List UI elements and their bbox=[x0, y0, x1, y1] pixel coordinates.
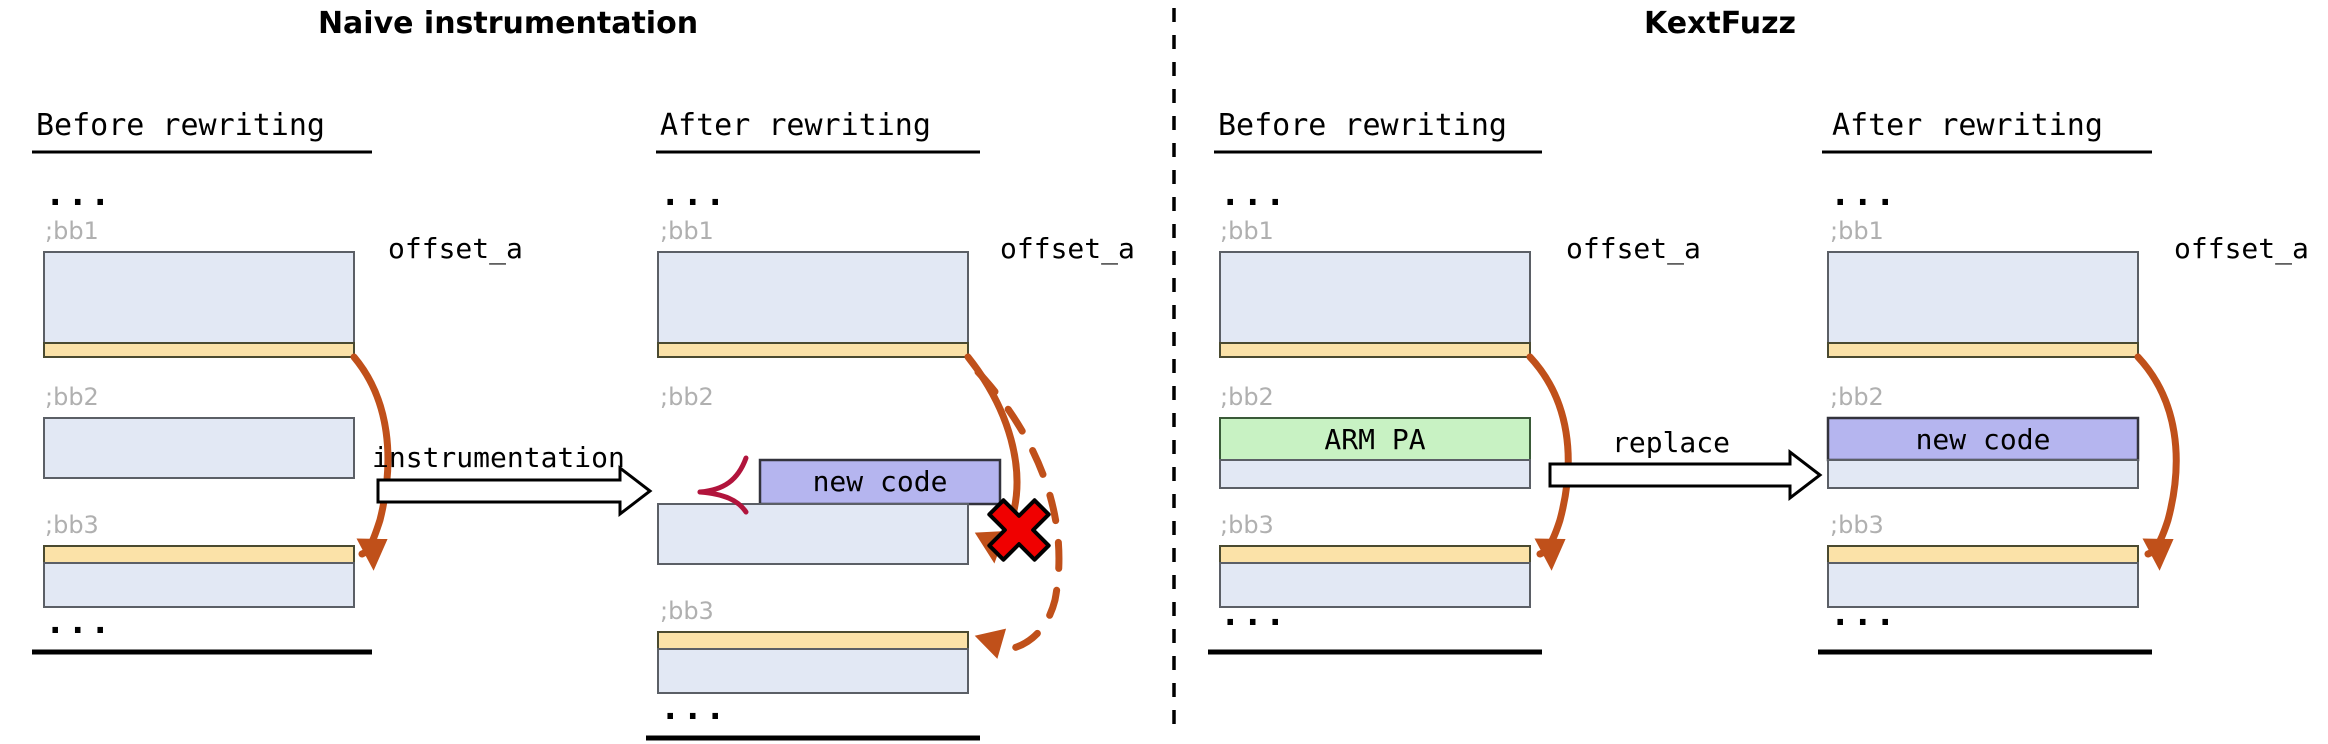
jump-arrow-naive-after-intended bbox=[974, 368, 1063, 659]
bb-label-bb1: ;bb1 bbox=[1830, 217, 1884, 245]
code-block-bb1 bbox=[43, 251, 355, 344]
section-title-naive: Naive instrumentation bbox=[318, 6, 698, 41]
code-block-bb3 bbox=[1219, 562, 1531, 608]
jump-path bbox=[1526, 353, 1572, 558]
branch-instr-bb3 bbox=[1827, 545, 2139, 564]
panel-title-kextfuzz-before: Before rewriting bbox=[1218, 108, 1507, 143]
panel-naive-after: After rewriting ... ;bb1 ;bb2 new code ;… bbox=[646, 108, 1002, 741]
transform-arrow-shape bbox=[1548, 448, 1823, 502]
offset-label-naive-before: offset_a bbox=[388, 232, 523, 266]
arm-pa-label: ARM PA bbox=[1324, 423, 1425, 456]
bb-label-bb3: ;bb3 bbox=[45, 511, 99, 539]
jump-arrow-kextfuzz-before: offset_a bbox=[1526, 232, 1701, 571]
transform-arrow-instrumentation[interactable]: instrumentation bbox=[372, 441, 653, 518]
code-block-bb1 bbox=[1827, 251, 2139, 344]
bb-label-bb2: ;bb2 bbox=[45, 383, 99, 411]
code-block-bb2 bbox=[1219, 459, 1531, 489]
panel-naive-before: Before rewriting ... ;bb1 ;bb2 ;bb3 ... bbox=[32, 108, 372, 655]
offset-label-kextfuzz-before: offset_a bbox=[1566, 232, 1701, 266]
error-x-icon bbox=[987, 498, 1051, 562]
offset-label-kextfuzz-after: offset_a bbox=[2174, 232, 2309, 266]
bottom-ellipsis: ... bbox=[660, 688, 727, 728]
bb-label-bb3: ;bb3 bbox=[1220, 511, 1274, 539]
bottom-ellipsis: ... bbox=[1220, 594, 1287, 634]
code-block-bb3 bbox=[43, 562, 355, 608]
transform-label-replace: replace bbox=[1612, 426, 1730, 459]
bb-label-bb3: ;bb3 bbox=[660, 597, 714, 625]
top-ellipsis: ... bbox=[1220, 174, 1287, 214]
branch-instr-bb1 bbox=[1827, 342, 2139, 358]
branch-instr-bb3 bbox=[657, 631, 969, 650]
top-ellipsis: ... bbox=[45, 174, 112, 214]
code-block-bb3 bbox=[657, 648, 969, 694]
top-ellipsis: ... bbox=[1830, 174, 1897, 214]
bottom-ellipsis: ... bbox=[1830, 594, 1897, 634]
section-title-kextfuzz: KextFuzz bbox=[1644, 6, 1796, 41]
new-code-block bbox=[758, 458, 1002, 506]
branch-instr-bb3 bbox=[1219, 545, 1531, 564]
transform-arrow-shape bbox=[376, 464, 653, 518]
jump-path bbox=[2134, 353, 2180, 558]
new-code-label: new code bbox=[813, 465, 948, 498]
jump-arrowhead bbox=[1534, 538, 1566, 571]
branch-instr-bb1 bbox=[43, 342, 355, 358]
jump-arrowhead bbox=[356, 538, 388, 571]
code-block-bb3 bbox=[1827, 562, 2139, 608]
code-block-bb2 bbox=[43, 417, 355, 479]
jump-arrowhead-dashed bbox=[974, 628, 1007, 659]
jump-arrow-kextfuzz-after: offset_a bbox=[2134, 232, 2309, 571]
code-block-bb1 bbox=[657, 251, 969, 344]
branch-instr-bb1 bbox=[657, 342, 969, 358]
arm-pa-block bbox=[1219, 417, 1531, 461]
panel-kextfuzz-after: After rewriting ... ;bb1 ;bb2 new code ;… bbox=[1818, 108, 2152, 655]
top-ellipsis: ... bbox=[660, 174, 727, 214]
panel-title-naive-before: Before rewriting bbox=[36, 108, 325, 143]
code-block-bb2 bbox=[657, 503, 969, 565]
transform-arrow-replace[interactable]: replace bbox=[1548, 426, 1823, 502]
panel-title-kextfuzz-after: After rewriting bbox=[1832, 108, 2103, 143]
branch-instr-bb3 bbox=[43, 545, 355, 564]
bb-label-bb2: ;bb2 bbox=[1830, 383, 1884, 411]
insert-wedge-upper bbox=[697, 455, 749, 495]
code-block-bb1 bbox=[1219, 251, 1531, 344]
insert-wedge-lower bbox=[697, 489, 749, 515]
bb-label-bb1: ;bb1 bbox=[1220, 217, 1274, 245]
transform-label-instrumentation: instrumentation bbox=[372, 441, 625, 474]
bb-label-bb1: ;bb1 bbox=[45, 217, 99, 245]
code-block-bb2 bbox=[1827, 459, 2139, 489]
bb-label-bb1: ;bb1 bbox=[660, 217, 714, 245]
bb-label-bb3: ;bb3 bbox=[1830, 511, 1884, 539]
bb-label-bb2: ;bb2 bbox=[660, 383, 714, 411]
jump-arrowhead bbox=[2142, 538, 2174, 571]
jump-path-dashed bbox=[974, 368, 1063, 654]
panel-kextfuzz-before: Before rewriting ... ;bb1 ;bb2 ARM PA ;b… bbox=[1208, 108, 1542, 655]
branch-instr-bb1 bbox=[1219, 342, 1531, 358]
bottom-ellipsis: ... bbox=[45, 602, 112, 642]
jump-arrow-naive-before: offset_a bbox=[350, 232, 523, 571]
bb-label-bb2: ;bb2 bbox=[1220, 383, 1274, 411]
new-code-label: new code bbox=[1916, 423, 2051, 456]
panel-title-naive-after: After rewriting bbox=[660, 108, 931, 143]
offset-label-naive-after: offset_a bbox=[1000, 232, 1135, 266]
